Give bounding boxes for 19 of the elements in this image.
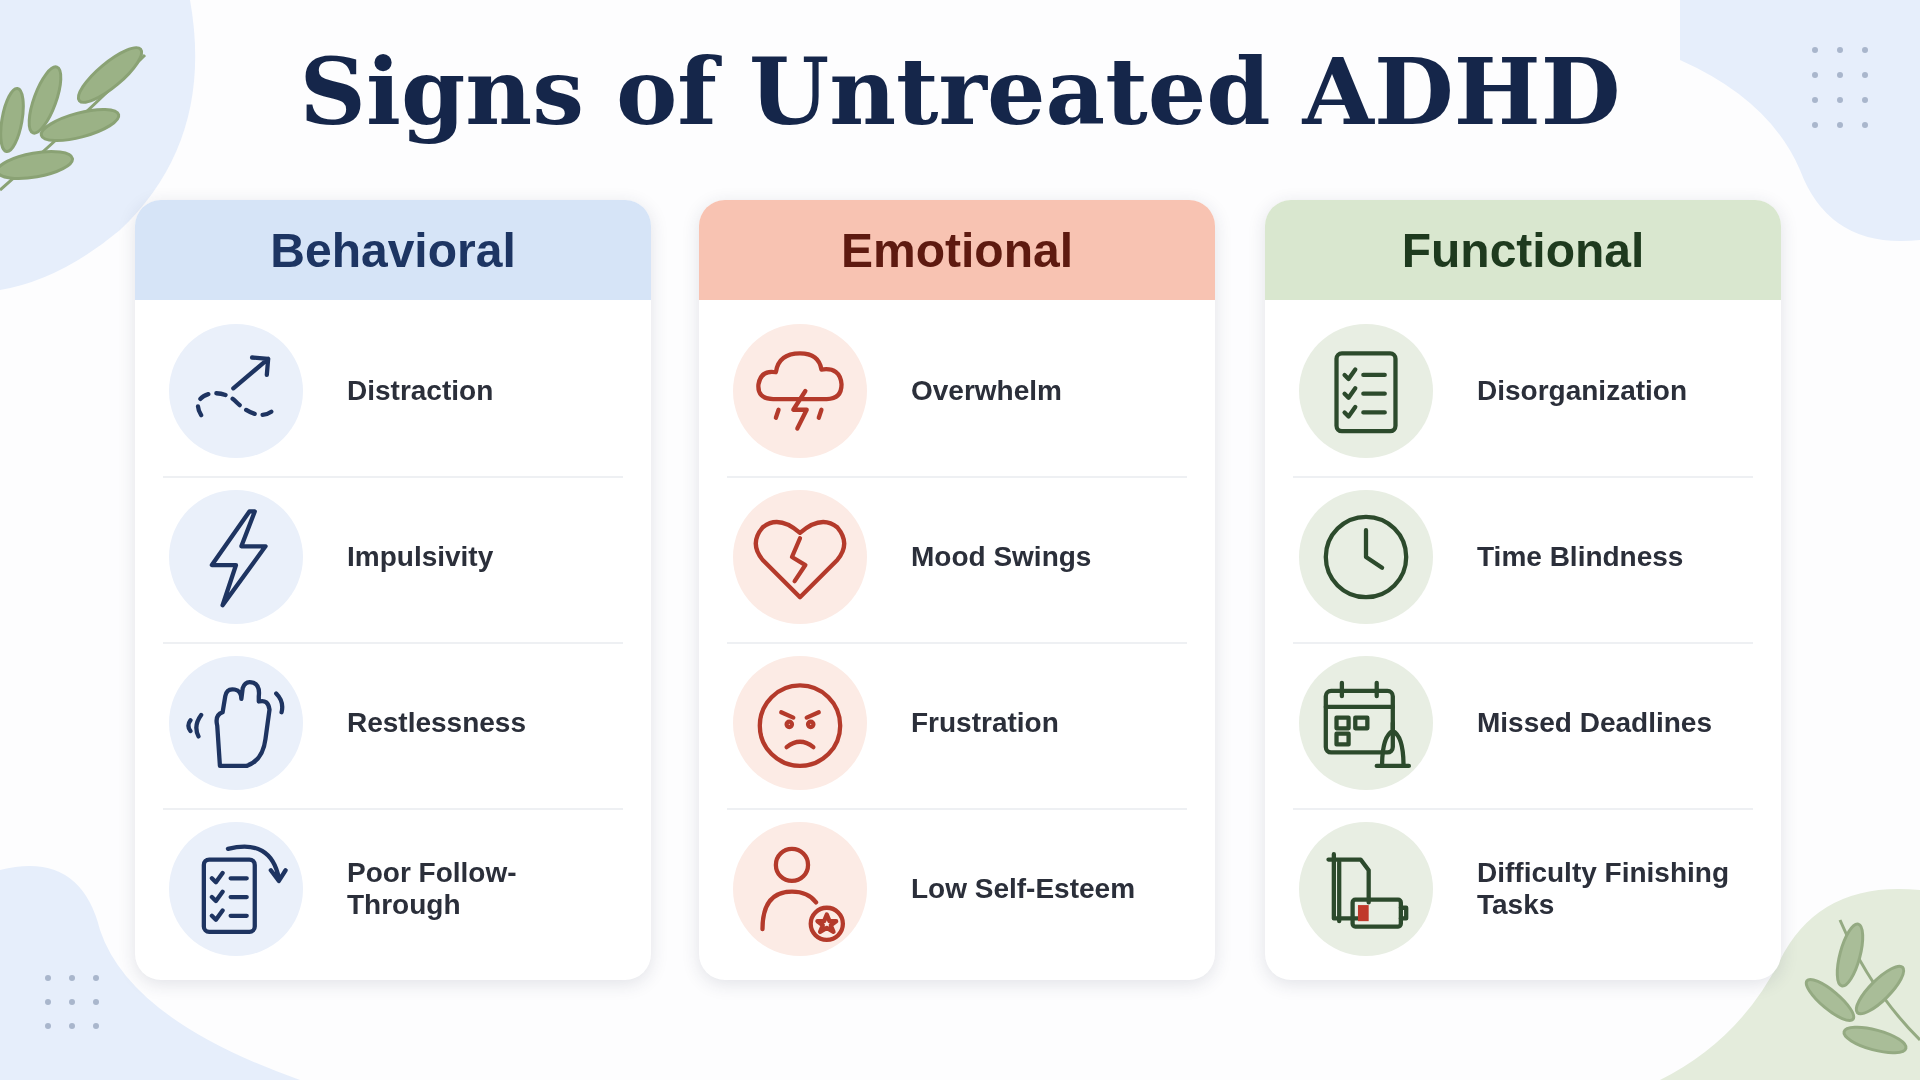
category-card (1265, 200, 1781, 980)
symptom-label: Overwhelm (911, 375, 1062, 407)
symptom-label: Time Blindness (1477, 541, 1684, 573)
category-card (699, 200, 1215, 980)
card-header: Emotional (699, 200, 1215, 300)
card-header: Behavioral (135, 200, 651, 300)
symptom-label: Disorganization (1477, 375, 1687, 407)
symptom-label: Frustration (911, 707, 1059, 739)
symptom-label: Difficulty Finishing Tasks (1477, 857, 1730, 921)
symptom-label: Restlessness (347, 707, 526, 739)
symptom-label: Low Self-Esteem (911, 873, 1136, 905)
symptom-label: Missed Deadlines (1477, 707, 1712, 739)
symptom-label: Distraction (347, 375, 494, 407)
category-card (135, 200, 651, 980)
card-header: Functional (1265, 200, 1781, 300)
symptom-label: Poor Follow-Through (347, 857, 518, 921)
symptom-label: Impulsivity (347, 541, 494, 573)
symptom-label: Mood Swings (911, 541, 1092, 573)
title: Signs of Untreated ADHD (299, 38, 1621, 146)
